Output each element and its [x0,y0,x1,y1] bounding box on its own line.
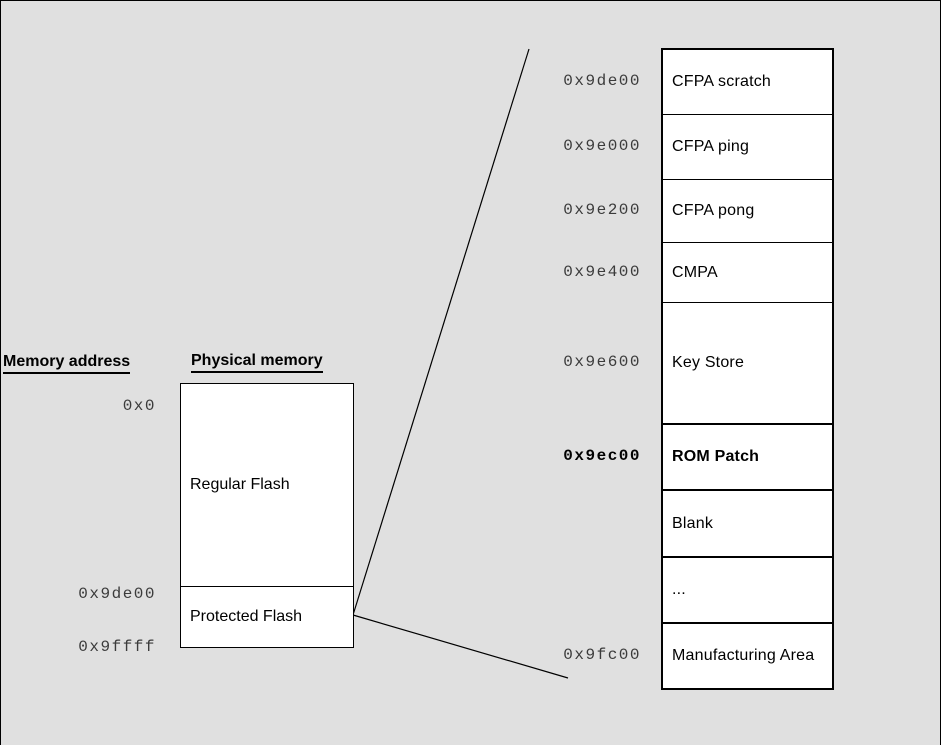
detail-row-cfpa-scratch: 0x9de00 CFPA scratch [563,50,832,115]
row-label-key-store: Key Store [672,354,745,372]
detail-row-ellipsis: ... [663,558,832,624]
row-label-ellipsis: ... [672,581,686,599]
address-label-cfpa-scratch: 0x9de00 [563,72,641,91]
row-label-cfpa-scratch: CFPA scratch [672,73,772,91]
row-label-manufacturing-area: Manufacturing Area [672,647,815,665]
detail-row-cfpa-ping: 0x9e000 CFPA ping [563,115,832,180]
address-label-rom-patch: 0x9ec00 [563,447,641,466]
address-label-0x0: 0x0 [122,397,156,415]
address-label-0x9ffff: 0x9ffff [78,638,156,656]
physical-memory-header: Physical memory [191,352,323,373]
detail-row-blank: Blank [663,491,832,558]
detail-row-rom-patch: 0x9ec00 ROM Patch [563,425,832,491]
regular-flash-block: Regular Flash [181,384,353,587]
regular-flash-label: Regular Flash [190,476,290,493]
connector-line-top [352,48,530,616]
detail-row-manufacturing-area: 0x9fc00 Manufacturing Area [563,624,832,688]
detail-row-key-store: 0x9e600 Key Store [563,303,832,425]
address-label-cfpa-ping: 0x9e000 [563,137,641,156]
protected-flash-label: Protected Flash [190,608,303,625]
row-label-cfpa-ping: CFPA ping [672,138,750,156]
detail-row-cmpa: 0x9e400 CMPA [563,243,832,303]
row-label-blank: Blank [672,514,714,532]
detail-row-cfpa-pong: 0x9e200 CFPA pong [563,180,832,243]
protected-flash-detail-table: 0x9de00 CFPA scratch 0x9e000 CFPA ping 0… [563,48,834,690]
address-label-manufacturing-area: 0x9fc00 [563,646,641,665]
memory-address-header: Memory address [3,353,131,374]
physical-memory-box: Regular Flash Protected Flash [180,383,354,648]
row-label-cfpa-pong: CFPA pong [672,202,755,220]
row-label-cmpa: CMPA [672,263,718,281]
address-label-0x9de00: 0x9de00 [78,585,156,603]
address-label-cmpa: 0x9e400 [563,262,641,281]
row-label-rom-patch: ROM Patch [672,448,760,466]
protected-flash-block: Protected Flash [181,587,353,647]
address-label-cfpa-pong: 0x9e200 [563,201,641,220]
address-label-key-store: 0x9e600 [563,353,641,372]
